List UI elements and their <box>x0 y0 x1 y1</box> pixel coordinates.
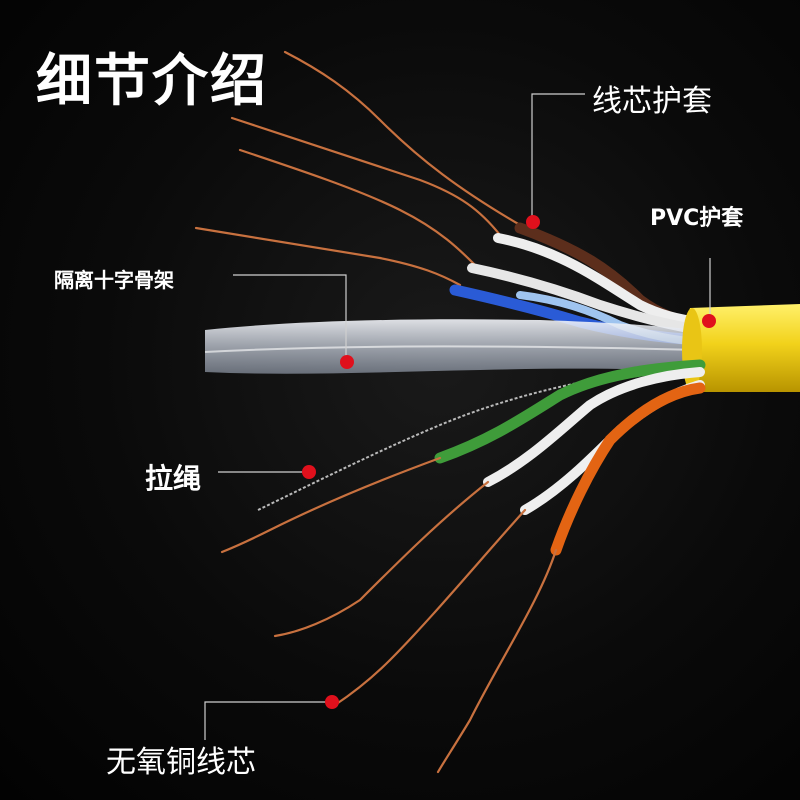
copper-strand <box>220 456 442 554</box>
pull-rope <box>257 374 621 511</box>
marker-pvc <box>702 314 716 328</box>
orange-wire <box>550 382 706 556</box>
label-cross-separator: 隔离十字骨架 <box>54 268 174 292</box>
copper-strands-upper <box>194 50 522 287</box>
copper-strand <box>333 508 527 707</box>
copper-strands-lower <box>220 456 558 774</box>
copper-strand <box>194 226 462 287</box>
copper-strand <box>436 548 558 774</box>
marker-rope <box>302 465 316 479</box>
white-wire <box>493 233 705 327</box>
green-wire <box>434 359 706 464</box>
label-pull-rope: 拉绳 <box>145 462 202 495</box>
wire-pairs-lower <box>434 359 706 556</box>
marker-core-jacket <box>526 215 540 229</box>
white-wire <box>483 367 705 487</box>
white-wire <box>467 263 705 335</box>
label-core-jacket: 线芯护套 <box>592 84 712 119</box>
cross-separator-shape <box>204 319 701 374</box>
callout-line-core-jacket <box>531 93 585 222</box>
marker-cross <box>340 355 354 369</box>
pvc-jacket-shape <box>682 304 800 392</box>
markers <box>302 215 716 709</box>
label-copper-core: 无氧铜线芯 <box>106 745 256 780</box>
callout-line-copper <box>204 701 332 740</box>
copper-strand <box>273 480 490 638</box>
callout-lines <box>204 93 711 740</box>
copper-strand <box>238 148 477 267</box>
callout-line-cross <box>233 274 347 362</box>
page-title: 细节介绍 <box>36 49 268 114</box>
marker-copper <box>325 695 339 709</box>
label-pvc-jacket: PVC护套 <box>650 206 744 231</box>
copper-strand <box>230 116 502 237</box>
copper-strand <box>283 50 522 227</box>
